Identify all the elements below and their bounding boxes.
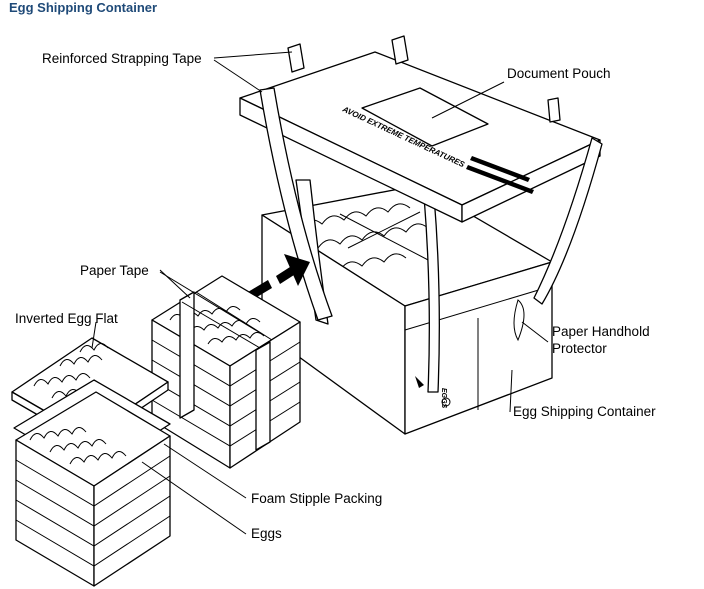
lid-strap-tab-2 (391, 35, 409, 65)
eggs-row (29, 427, 127, 465)
label-strapping-tape: Reinforced Strapping Tape (42, 51, 202, 66)
lid-strap-tab-3 (547, 97, 561, 123)
leader-lines (91, 51, 549, 535)
stack-side-left (93, 435, 171, 587)
label-foam-packing: Foam Stipple Packing (251, 491, 382, 506)
lid-strap-tab-1 (287, 43, 305, 73)
label-document-pouch: Document Pouch (507, 66, 611, 81)
page-title: Egg Shipping Container (9, 0, 158, 15)
label-handhold-line1: Paper Handhold (552, 324, 650, 339)
box-logo-mark (441, 397, 451, 407)
box-corner-arrow-icon (415, 376, 424, 388)
lid: AVOID EXTREME TEMPERATURES (239, 35, 603, 321)
box-strap-right (423, 195, 440, 393)
paper-tape-2 (255, 341, 271, 451)
label-handhold-line2: Protector (552, 341, 607, 356)
label-eggs: Eggs (251, 526, 282, 541)
strap-left (259, 87, 333, 321)
stack-layers (151, 339, 301, 447)
egg-stack-open (11, 337, 171, 587)
paper-tape-1 (179, 291, 195, 419)
stack-left-layers (15, 455, 171, 567)
strap-right (533, 137, 603, 305)
egg-shipping-container: EGGS (261, 179, 553, 435)
document-pouch (361, 87, 489, 147)
box-inner-eggs (299, 203, 433, 271)
label-inverted-egg-flat: Inverted Egg Flat (15, 311, 118, 326)
handhold-protector (513, 299, 525, 342)
lid-side (461, 139, 601, 223)
label-shipping-container: Egg Shipping Container (513, 404, 656, 419)
label-paper-tape: Paper Tape (80, 263, 149, 278)
barcode-icon (466, 156, 534, 194)
egg-stack-taped (151, 275, 301, 469)
